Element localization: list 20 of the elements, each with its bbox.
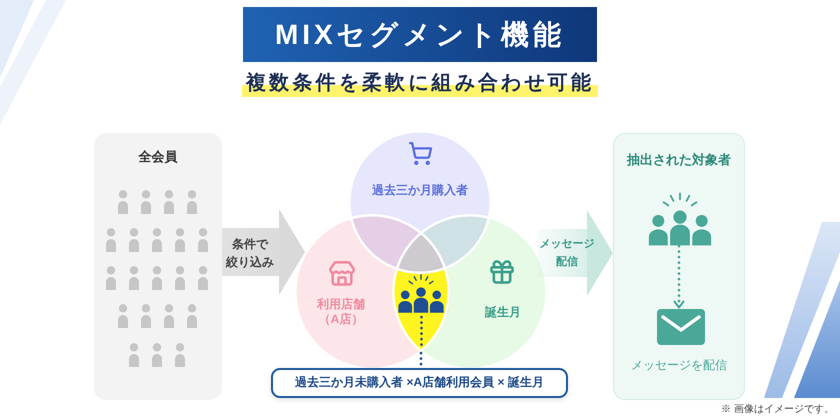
dotted-arrow (674, 244, 684, 310)
condition-box (271, 368, 568, 398)
panel-heading: 全会員 (138, 149, 178, 164)
condition-text: 過去三か月未購入者 ×A店舗利用会員 × 誕生月 (294, 375, 545, 390)
member-panel (94, 133, 222, 400)
circle-label: 誕生月 (484, 305, 522, 320)
footnote: ※ 画像はイメージです。 (721, 403, 834, 417)
highlight-region (392, 269, 450, 353)
block-arrow (222, 209, 306, 295)
circle-label: 利用店舗（A店） (316, 297, 366, 327)
panel-caption: メッセージを配信 (630, 358, 728, 373)
result-panel (613, 133, 745, 400)
envelope-icon (657, 309, 705, 345)
edge-label: メッセージ配信 (538, 237, 596, 270)
people-group-icon (647, 191, 713, 247)
title-banner: MIXセグメント機能 (243, 7, 597, 62)
block-arrow (538, 210, 613, 296)
circle-label: 過去三か月購入者 (371, 183, 469, 198)
panel-heading: 抽出された対象者 (626, 152, 732, 167)
edge-label: 条件で絞り込み (225, 236, 275, 271)
